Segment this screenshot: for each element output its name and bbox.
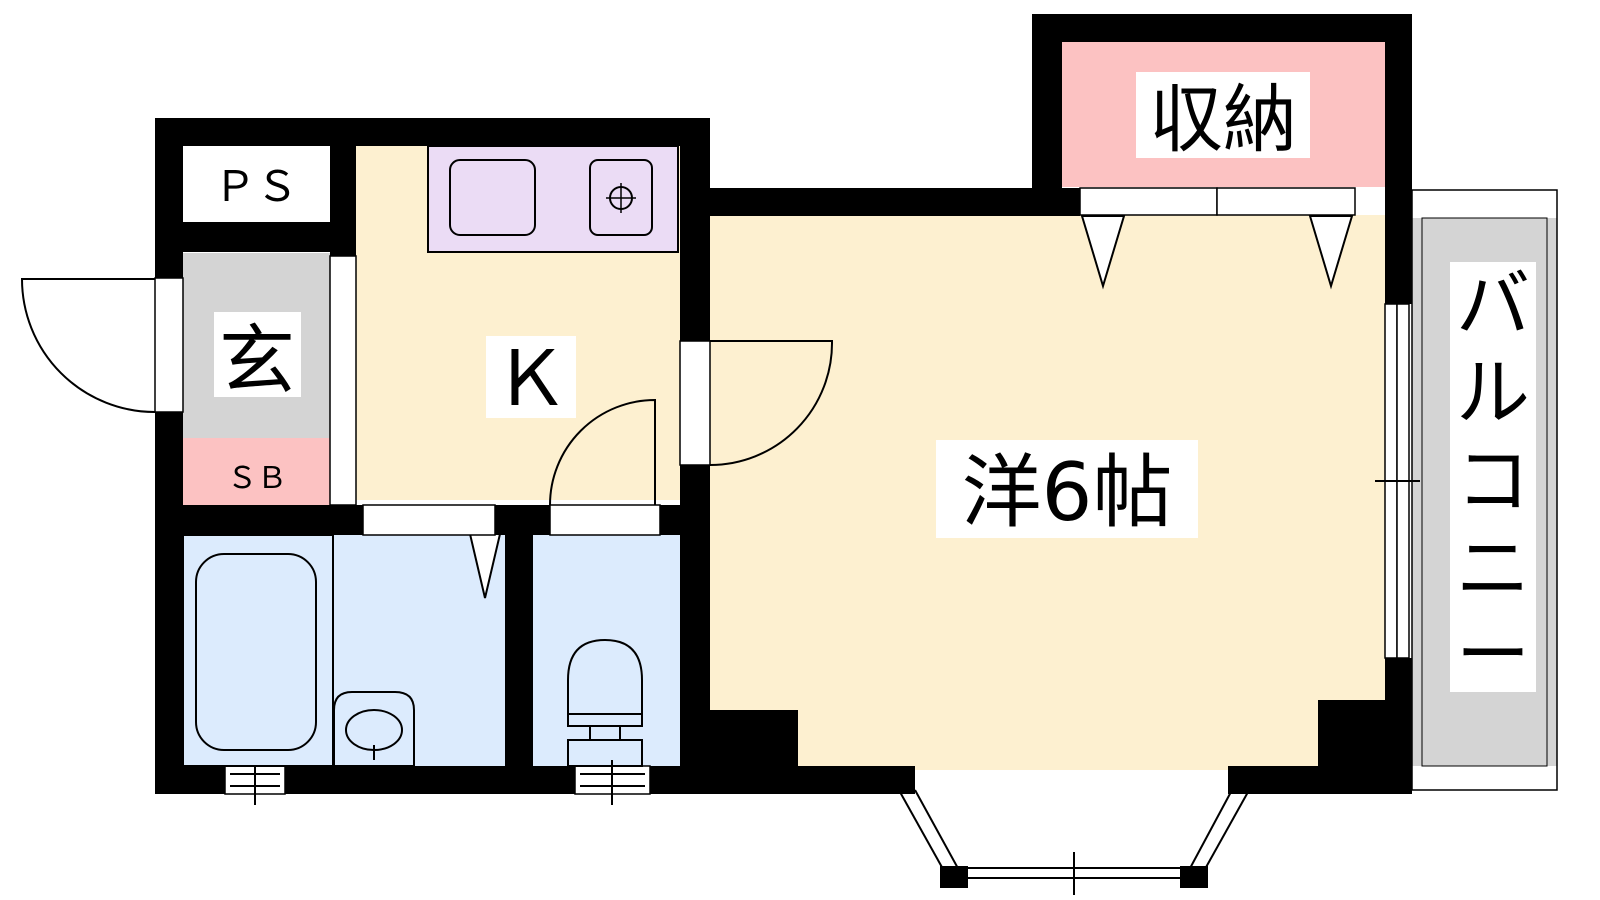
sink-icon <box>449 159 536 236</box>
stove-icon <box>589 159 653 236</box>
room-door[interactable] <box>679 340 834 466</box>
storage-label-bg <box>1136 72 1310 158</box>
toilet-door[interactable] <box>549 398 661 536</box>
kitchen-label: Ｋ <box>493 334 569 423</box>
western-room-label-bg <box>936 440 1198 538</box>
balcony-label: バ ル コ ニ ー <box>1456 262 1530 698</box>
window-ticks <box>230 480 1420 805</box>
svg-text:ー: ー <box>1456 612 1530 698</box>
shoe-box-floor <box>183 438 330 506</box>
svg-text:バ: バ <box>1456 262 1530 348</box>
storage-door-markers <box>468 215 1354 599</box>
kitchen-label-bg <box>486 336 576 418</box>
balcony-label-bg <box>1450 262 1536 692</box>
shoe-box-label: ＳＢ <box>227 461 287 496</box>
genkan-step <box>329 255 357 506</box>
toilet-icon <box>567 638 643 767</box>
genkan-label: 玄 <box>219 316 295 405</box>
balcony-outline <box>1411 189 1558 791</box>
walls <box>155 14 1412 888</box>
kitchen-counter <box>427 145 679 253</box>
bay-window <box>899 789 1249 895</box>
ps-box <box>183 146 330 222</box>
washbasin-icon <box>333 691 415 767</box>
bath-door[interactable] <box>362 504 496 536</box>
bathtub-icon <box>182 534 334 767</box>
storage-label: 収納 <box>1149 77 1297 163</box>
balcony-inner-line <box>1421 217 1548 767</box>
svg-text:ニ: ニ <box>1456 526 1530 612</box>
western-room-label: 洋6帖 <box>962 446 1173 539</box>
svg-text:ル: ル <box>1456 350 1530 436</box>
ps-label: ＰＳ <box>214 162 298 211</box>
genkan-label-bg <box>214 312 301 397</box>
toilet-floor <box>533 534 681 768</box>
svg-text:コ: コ <box>1456 438 1530 524</box>
entrance-door[interactable] <box>20 277 184 413</box>
